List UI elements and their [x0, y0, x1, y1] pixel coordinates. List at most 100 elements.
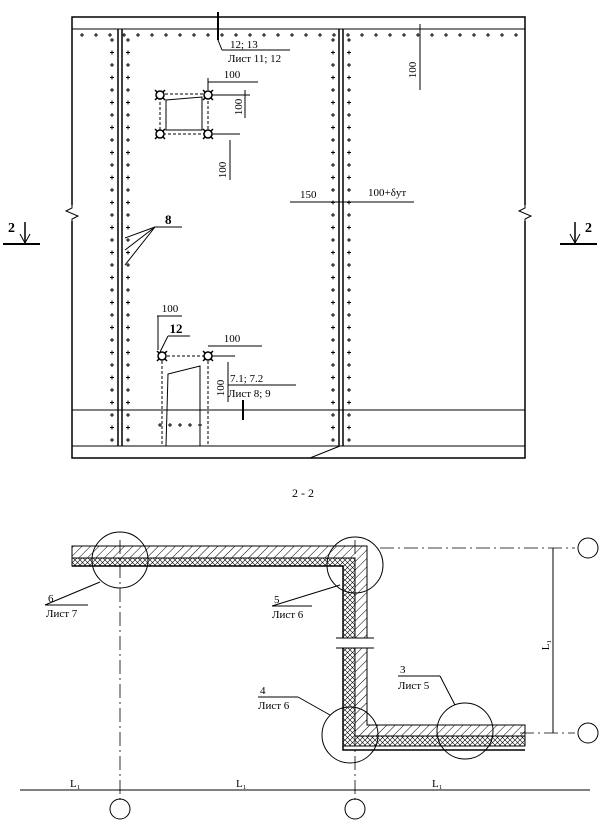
- rivet-mark: [331, 238, 335, 242]
- rivet-mark: [331, 213, 335, 217]
- rivet-mark: [444, 33, 448, 37]
- rivet-mark: [347, 375, 351, 380]
- rivet-mark: [126, 325, 130, 330]
- rivet-mark: [126, 438, 130, 442]
- rivet-mark: [108, 33, 112, 37]
- rivet-mark: [126, 238, 130, 242]
- rivet-mark: [347, 325, 351, 330]
- rivet-mark: [346, 33, 350, 37]
- rivet-mark: [416, 33, 420, 37]
- rivet-mark: [347, 425, 351, 430]
- rivet-mark: [331, 125, 335, 130]
- section-view: L₁ L₁ L₁ L₁ 6 Лист 7 5 Лис: [20, 531, 599, 820]
- rivet-mark: [110, 38, 114, 42]
- rivet-mark: [347, 75, 351, 80]
- rivet-mark: [331, 300, 335, 305]
- rivet-mark: [290, 33, 294, 37]
- top-view: 100 100 100 100 100 100: [3, 12, 597, 459]
- rivet-mark: [347, 163, 351, 167]
- rivet-mark: [164, 33, 168, 37]
- wall-insulation-layer: [71, 557, 526, 747]
- lower-opening: 100 100 100 12: [156, 303, 262, 447]
- wall-panel-outline: [71, 16, 526, 459]
- rivet-mark: [331, 325, 335, 330]
- upper-opening: 100 100 100: [154, 69, 258, 180]
- rivet-mark: [331, 88, 335, 92]
- rivet-mark: [110, 238, 114, 242]
- rivet-mark: [110, 138, 114, 142]
- rivet-mark: [110, 338, 114, 342]
- rivet-mark: [110, 213, 114, 217]
- rivet-mark: [347, 175, 351, 180]
- dim-100-plus-insulation: 100+δут: [368, 187, 406, 199]
- rivet-mark: [347, 225, 351, 230]
- callout-sheet-8-9: Лист 8; 9: [228, 388, 271, 400]
- rivet-mark: [126, 338, 130, 342]
- dim-lower-opening-side: 100: [215, 379, 227, 396]
- rivet-mark: [110, 375, 114, 380]
- rivet-mark: [332, 33, 336, 37]
- rivet-mark: [347, 88, 351, 92]
- dim-upper-opening-top: 100: [224, 69, 241, 81]
- rivet-mark: [126, 200, 130, 205]
- callout-sheet-11-12: Лист 11; 12: [228, 53, 281, 65]
- rivet-mark: [110, 100, 114, 105]
- rivet-mark: [430, 33, 434, 37]
- rivet-mark: [347, 38, 351, 42]
- rivet-mark: [347, 100, 351, 105]
- rivet-mark: [126, 363, 130, 367]
- grid-bubble-2: [344, 798, 366, 820]
- rivet-mark: [331, 100, 335, 105]
- node-circle-3: [436, 702, 494, 760]
- rivet-mark: [126, 413, 130, 417]
- rivet-mark: [331, 413, 335, 417]
- rivet-mark: [110, 163, 114, 167]
- rivet-mark: [234, 33, 238, 37]
- svg-text:2: 2: [585, 221, 592, 236]
- rivet-mark: [347, 275, 351, 280]
- rivet-mark: [126, 175, 130, 180]
- rivet-mark: [458, 33, 462, 37]
- rivet-mark: [126, 225, 130, 230]
- grid-bubble-b: [577, 722, 599, 744]
- rivet-mark: [94, 33, 98, 37]
- rivet-mark: [122, 33, 126, 37]
- rivet-mark: [126, 263, 130, 267]
- rivet-mark: [126, 38, 130, 42]
- rivet-mark: [331, 188, 335, 192]
- rivet-mark: [126, 375, 130, 380]
- rivet-mark: [347, 313, 351, 317]
- rivet-mark: [126, 75, 130, 80]
- dim-upper-opening-side: 100: [233, 98, 245, 115]
- rivet-mark: [331, 113, 335, 117]
- rivet-mark: [331, 363, 335, 367]
- callout-ref-7-1-7-2: 7.1; 7.2: [230, 373, 263, 385]
- svg-text:2: 2: [8, 221, 15, 236]
- section-title: 2 - 2: [292, 486, 314, 500]
- rivet-mark: [331, 438, 335, 442]
- dim-span-3: L₁: [432, 778, 443, 790]
- rivet-mark: [188, 423, 192, 427]
- node-3-sheet: Лист 5: [398, 680, 430, 692]
- rivet-mark: [331, 138, 335, 142]
- section-mark-right: 2: [560, 221, 597, 245]
- left-break-mark: [64, 203, 80, 223]
- rivet-mark: [126, 400, 130, 405]
- rivet-mark: [276, 33, 280, 37]
- rivet-mark: [126, 63, 130, 67]
- rivet-mark: [331, 388, 335, 392]
- rivet-mark: [347, 263, 351, 267]
- rivet-mark: [110, 225, 114, 230]
- dim-lower-opening-top: 100: [162, 303, 179, 315]
- rivet-mark: [126, 350, 130, 355]
- rivet-mark: [304, 33, 308, 37]
- rivet-mark: [110, 300, 114, 305]
- position-12-label: 12: [170, 321, 183, 336]
- rivet-mark: [110, 350, 114, 355]
- bottom-slope-line: [309, 445, 341, 459]
- rivet-mark: [80, 33, 84, 37]
- rivet-mark: [126, 425, 130, 430]
- rivet-mark: [126, 388, 130, 392]
- node-circle-4: [321, 706, 379, 764]
